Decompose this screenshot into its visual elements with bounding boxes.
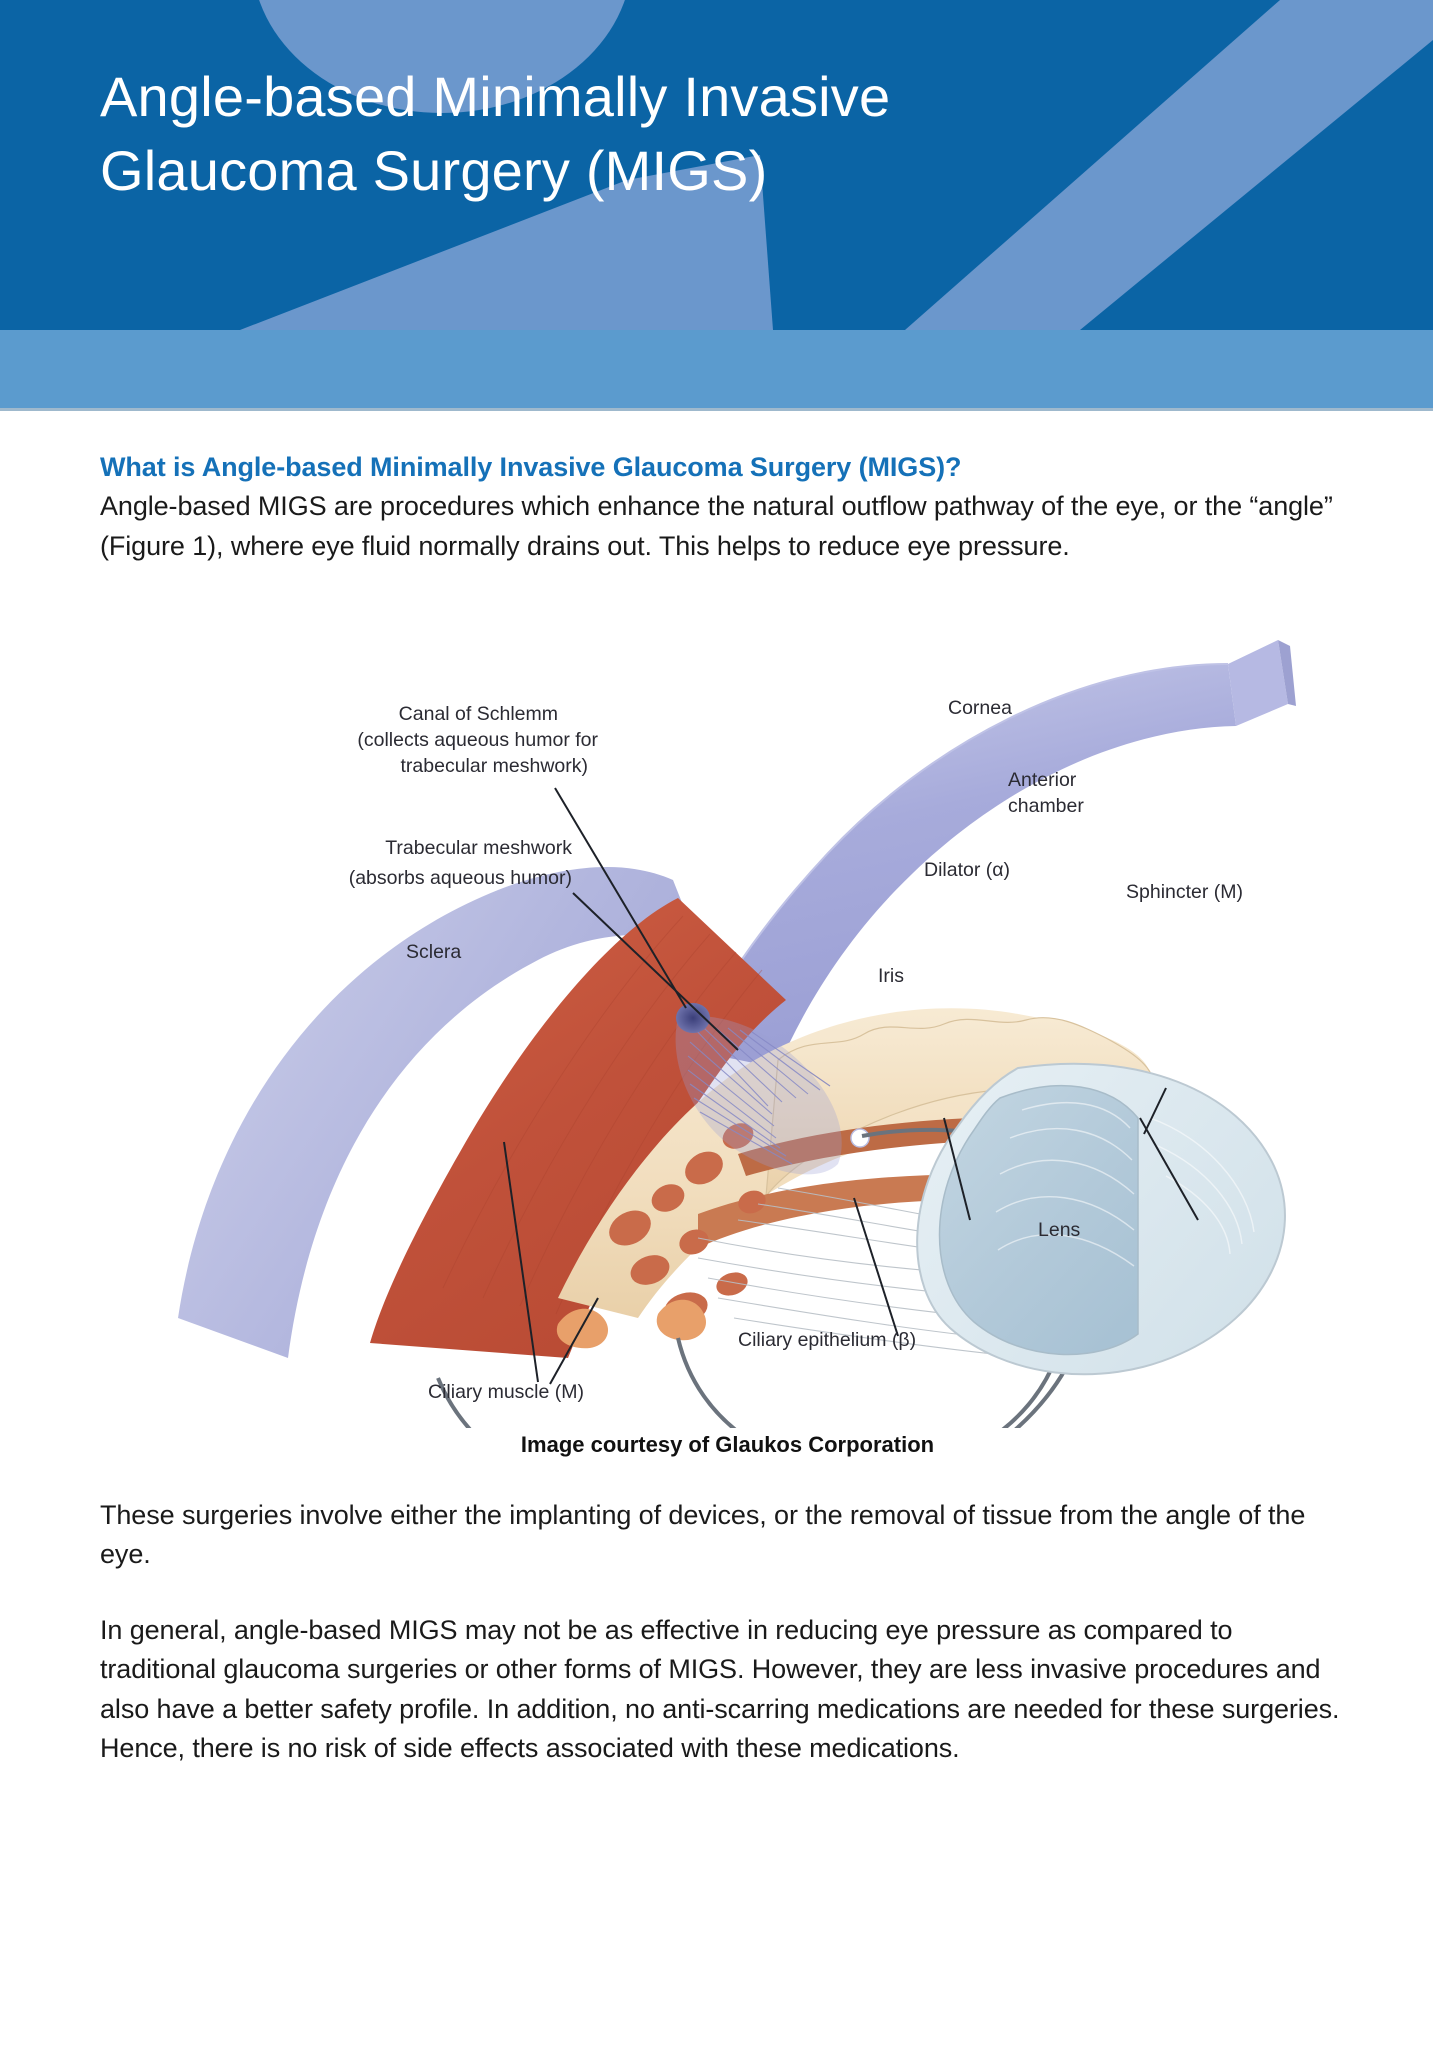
ciliary-nubs — [556, 1299, 706, 1349]
figure-caption: Image courtesy of Glaukos Corporation — [520, 1431, 935, 1457]
label-dilator: Dilator (α) — [924, 859, 1010, 881]
label-cornea: Cornea — [948, 697, 1012, 719]
label-anterior-chamber-line1: Anterior — [1008, 769, 1077, 791]
leader-iris — [1142, 1087, 1167, 1135]
header-angled-shape — [240, 155, 773, 330]
label-trabecular-meshwork-sub: (absorbs aqueous humor) — [348, 867, 571, 889]
intro-paragraph: Angle-based MIGS are procedures which en… — [100, 491, 1333, 561]
label-anterior-chamber-line2: chamber — [1008, 795, 1084, 817]
page-header: Angle-based Minimally Invasive Glaucoma … — [0, 0, 1433, 330]
header-band-edge — [0, 408, 1433, 411]
canal-of-schlemm-shape — [675, 1002, 710, 1033]
lens-growth-rings — [995, 1101, 1255, 1267]
sclera-shape — [177, 866, 698, 1358]
header-diagonal-band — [905, 0, 1433, 330]
label-sphincter: Sphincter (M) — [1126, 881, 1243, 903]
trabecular-fan-fill — [675, 1016, 842, 1175]
label-trabecular-meshwork: Trabecular meshwork — [385, 837, 572, 859]
page-body: What is Angle-based Minimally Invasive G… — [0, 410, 1433, 1768]
header-decorative-shapes — [240, 0, 1433, 330]
label-canal-of-schlemm-sub2: trabecular meshwork) — [400, 755, 587, 777]
leader-canal-of-schlemm — [553, 787, 687, 1009]
label-iris: Iris — [878, 965, 904, 987]
angle-opening — [849, 1128, 870, 1148]
paragraph-3: In general, angle-based MIGS may not be … — [100, 1614, 1340, 1763]
leader-trabecular-meshwork — [571, 892, 739, 1051]
leader-sphincter — [1138, 1117, 1199, 1221]
iris-shape — [764, 1016, 1151, 1198]
leader-dilator — [942, 1117, 971, 1221]
label-canal-of-schlemm-sub1: (collects aqueous humor for — [357, 729, 598, 751]
cornea-edge-top — [1227, 639, 1288, 726]
header-circle-shape — [259, 0, 625, 113]
trabecular-meshwork-shape — [687, 1027, 830, 1165]
leader-ciliary-muscle-2 — [548, 1297, 599, 1385]
label-ciliary-epithelium: Ciliary epithelium (β) — [738, 1329, 916, 1351]
header-accent-band — [0, 330, 1433, 410]
lens-shape — [938, 1084, 1139, 1356]
section-heading: What is Angle-based Minimally Invasive G… — [100, 452, 962, 482]
page-title: Angle-based Minimally Invasive Glaucoma … — [100, 65, 891, 203]
paragraph-2: These surgeries involve either the impla… — [100, 1499, 1306, 1570]
closing-paragraphs: These surgeries involve either the impla… — [100, 1496, 1355, 1768]
cornea-edge-side — [1277, 639, 1296, 706]
eye-anatomy-figure: Canal of Schlemm (collects aqueous humor… — [100, 597, 1355, 1458]
label-lens: Lens — [1038, 1219, 1081, 1241]
label-sclera: Sclera — [406, 941, 461, 963]
label-leader-lines — [502, 787, 1199, 1385]
cornea-shape — [689, 663, 1236, 1068]
leader-ciliary-muscle-1 — [502, 1141, 539, 1383]
eye-anatomy-diagram: Canal of Schlemm (collects aqueous humor… — [137, 597, 1318, 1428]
label-ciliary-muscle: Ciliary muscle (M) — [428, 1381, 584, 1403]
label-canal-of-schlemm: Canal of Schlemm — [398, 703, 557, 725]
leader-ciliary-epithelium — [852, 1197, 899, 1337]
